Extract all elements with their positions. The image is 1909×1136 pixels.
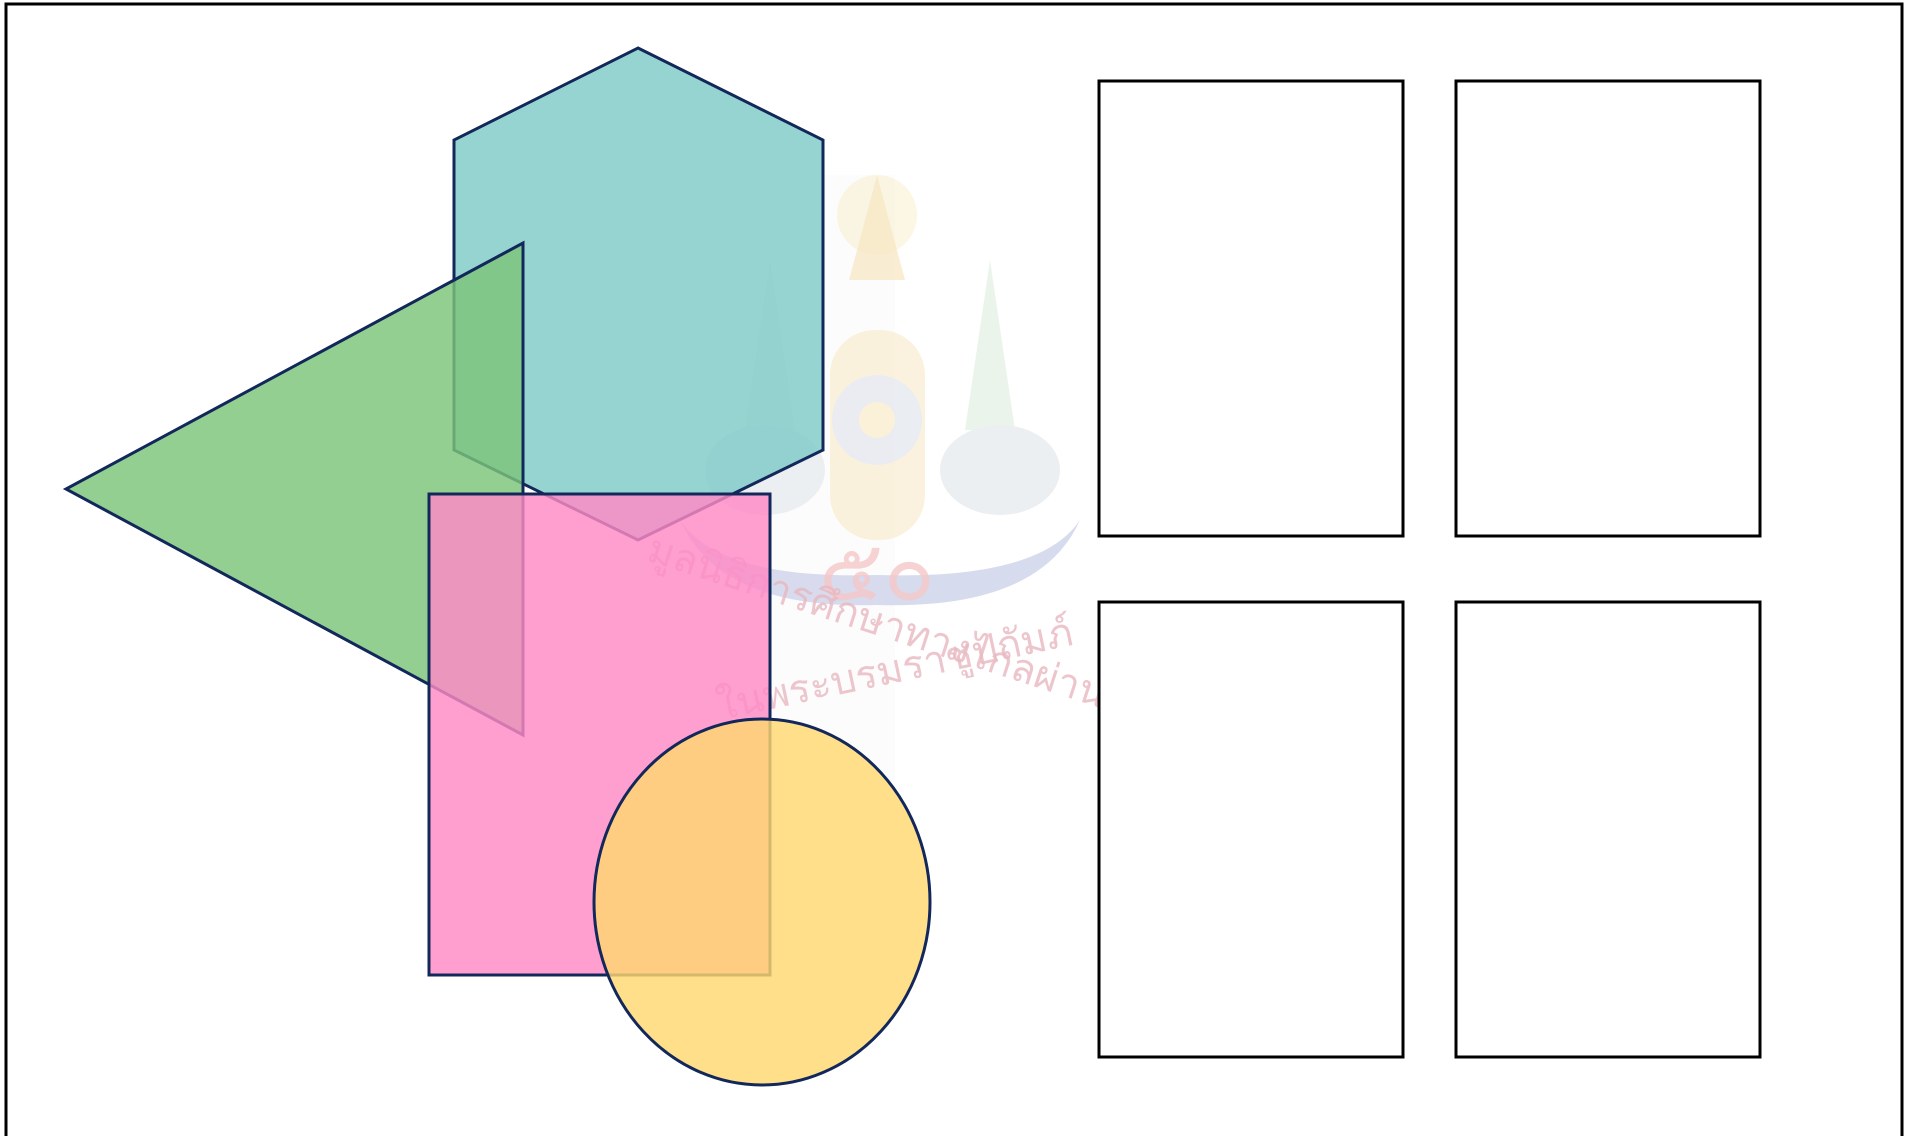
crown-icon [830,175,925,540]
answer-box-1[interactable] [1099,81,1403,536]
elephant-right-icon [940,425,1060,515]
answer-box-2[interactable] [1456,81,1760,536]
answer-box-3[interactable] [1099,602,1403,1057]
answer-box-4[interactable] [1456,602,1760,1057]
circle-shape [594,719,930,1085]
